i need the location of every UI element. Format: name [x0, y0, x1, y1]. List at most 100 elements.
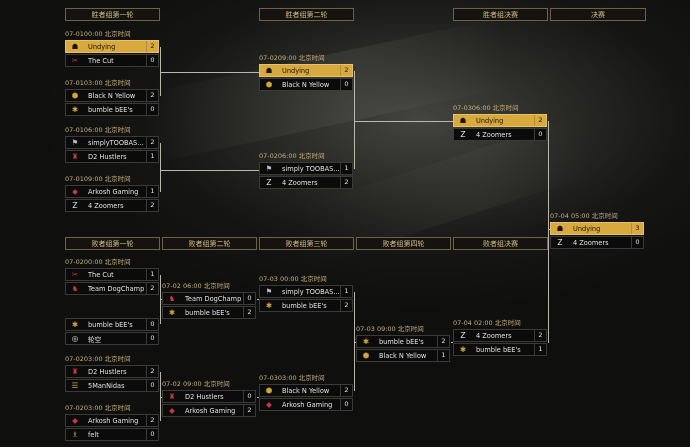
4-zoomers-icon: Z: [266, 178, 272, 187]
4-zoomers-icon: Z: [72, 201, 78, 210]
arkosh-gaming-icon: ◆: [266, 400, 272, 409]
team-score: 2: [340, 177, 352, 188]
team-name: D2 Hustlers: [88, 152, 127, 161]
match-card[interactable]: 07-03 00:00 北京时间⚑simply TOOBAS...1✱bumbl…: [259, 275, 353, 313]
team-name: bumble bEE's: [185, 308, 230, 317]
felt-icon: ♗: [71, 430, 79, 439]
match-card[interactable]: 07-0106:00 北京时间⚑simplyTOOBAS...2♜D2 Hust…: [65, 126, 159, 164]
team-score: 0: [146, 55, 158, 66]
team-row[interactable]: ⚑simply TOOBAS...1: [259, 285, 353, 298]
match-time: 07-0203:00 北京时间: [65, 355, 131, 363]
team-name: Black N Yellow: [282, 80, 330, 89]
bumble-bees-icon: ✱: [459, 345, 467, 354]
match-time: 07-0109:00 北京时间: [65, 175, 131, 183]
bracket-connector: [548, 229, 550, 230]
team-score: 2: [146, 415, 158, 426]
undying-icon: ☗: [71, 42, 79, 51]
header-winners-round-1: 胜者组第一轮: [65, 8, 160, 21]
simply-toobasic-icon: ⚑: [265, 287, 273, 296]
team-name: Arkosh Gaming: [88, 187, 139, 196]
header-winners-final: 胜者组决赛: [453, 8, 548, 21]
team-name: 4 Zoomers: [476, 130, 512, 139]
team-score: 0: [146, 319, 158, 330]
simply-toobasic-icon: ⚑: [265, 164, 273, 173]
match-time: 07-04 02:00 北京时间: [453, 319, 521, 327]
header-losers-round-2: 败者组第二轮: [162, 237, 257, 250]
team-score: 2: [340, 385, 352, 396]
team-score: 0: [146, 429, 158, 440]
team-dogchamp-icon: ♞: [168, 294, 176, 303]
bracket-connector: [257, 397, 259, 398]
team-row[interactable]: Z 4 Zoomers 2: [65, 199, 159, 212]
team-name: 4 Zoomers: [476, 331, 512, 340]
team-name: D2 Hustlers: [185, 392, 224, 401]
bumble-bees-icon: ✱: [71, 320, 79, 329]
team-score: 2: [146, 200, 158, 211]
team-score: 2: [340, 300, 352, 311]
team-score: 1: [146, 151, 158, 162]
d2-hustlers-icon: ♜: [71, 367, 79, 376]
match-time: 07-0306:00 北京时间: [453, 104, 519, 112]
team-name: simply TOOBAS...: [282, 287, 340, 296]
bumble-bees-icon: ✱: [168, 308, 176, 317]
team-name: bumble bEE's: [379, 337, 424, 346]
match-time: 07-03 00:00 北京时间: [259, 275, 327, 283]
team-name: Arkosh Gaming: [88, 416, 139, 425]
match-time: 07-0209:00 北京时间: [259, 54, 325, 62]
team-name: 4 Zoomers: [88, 201, 124, 210]
team-row[interactable]: ⚑simplyTOOBAS...2: [65, 136, 159, 149]
team-row[interactable]: ⚑simply TOOBAS...1: [259, 162, 353, 175]
team-score: 0: [631, 237, 643, 248]
team-score: 1: [340, 163, 352, 174]
match-time: 07-04 05:00 北京时间: [550, 212, 618, 220]
